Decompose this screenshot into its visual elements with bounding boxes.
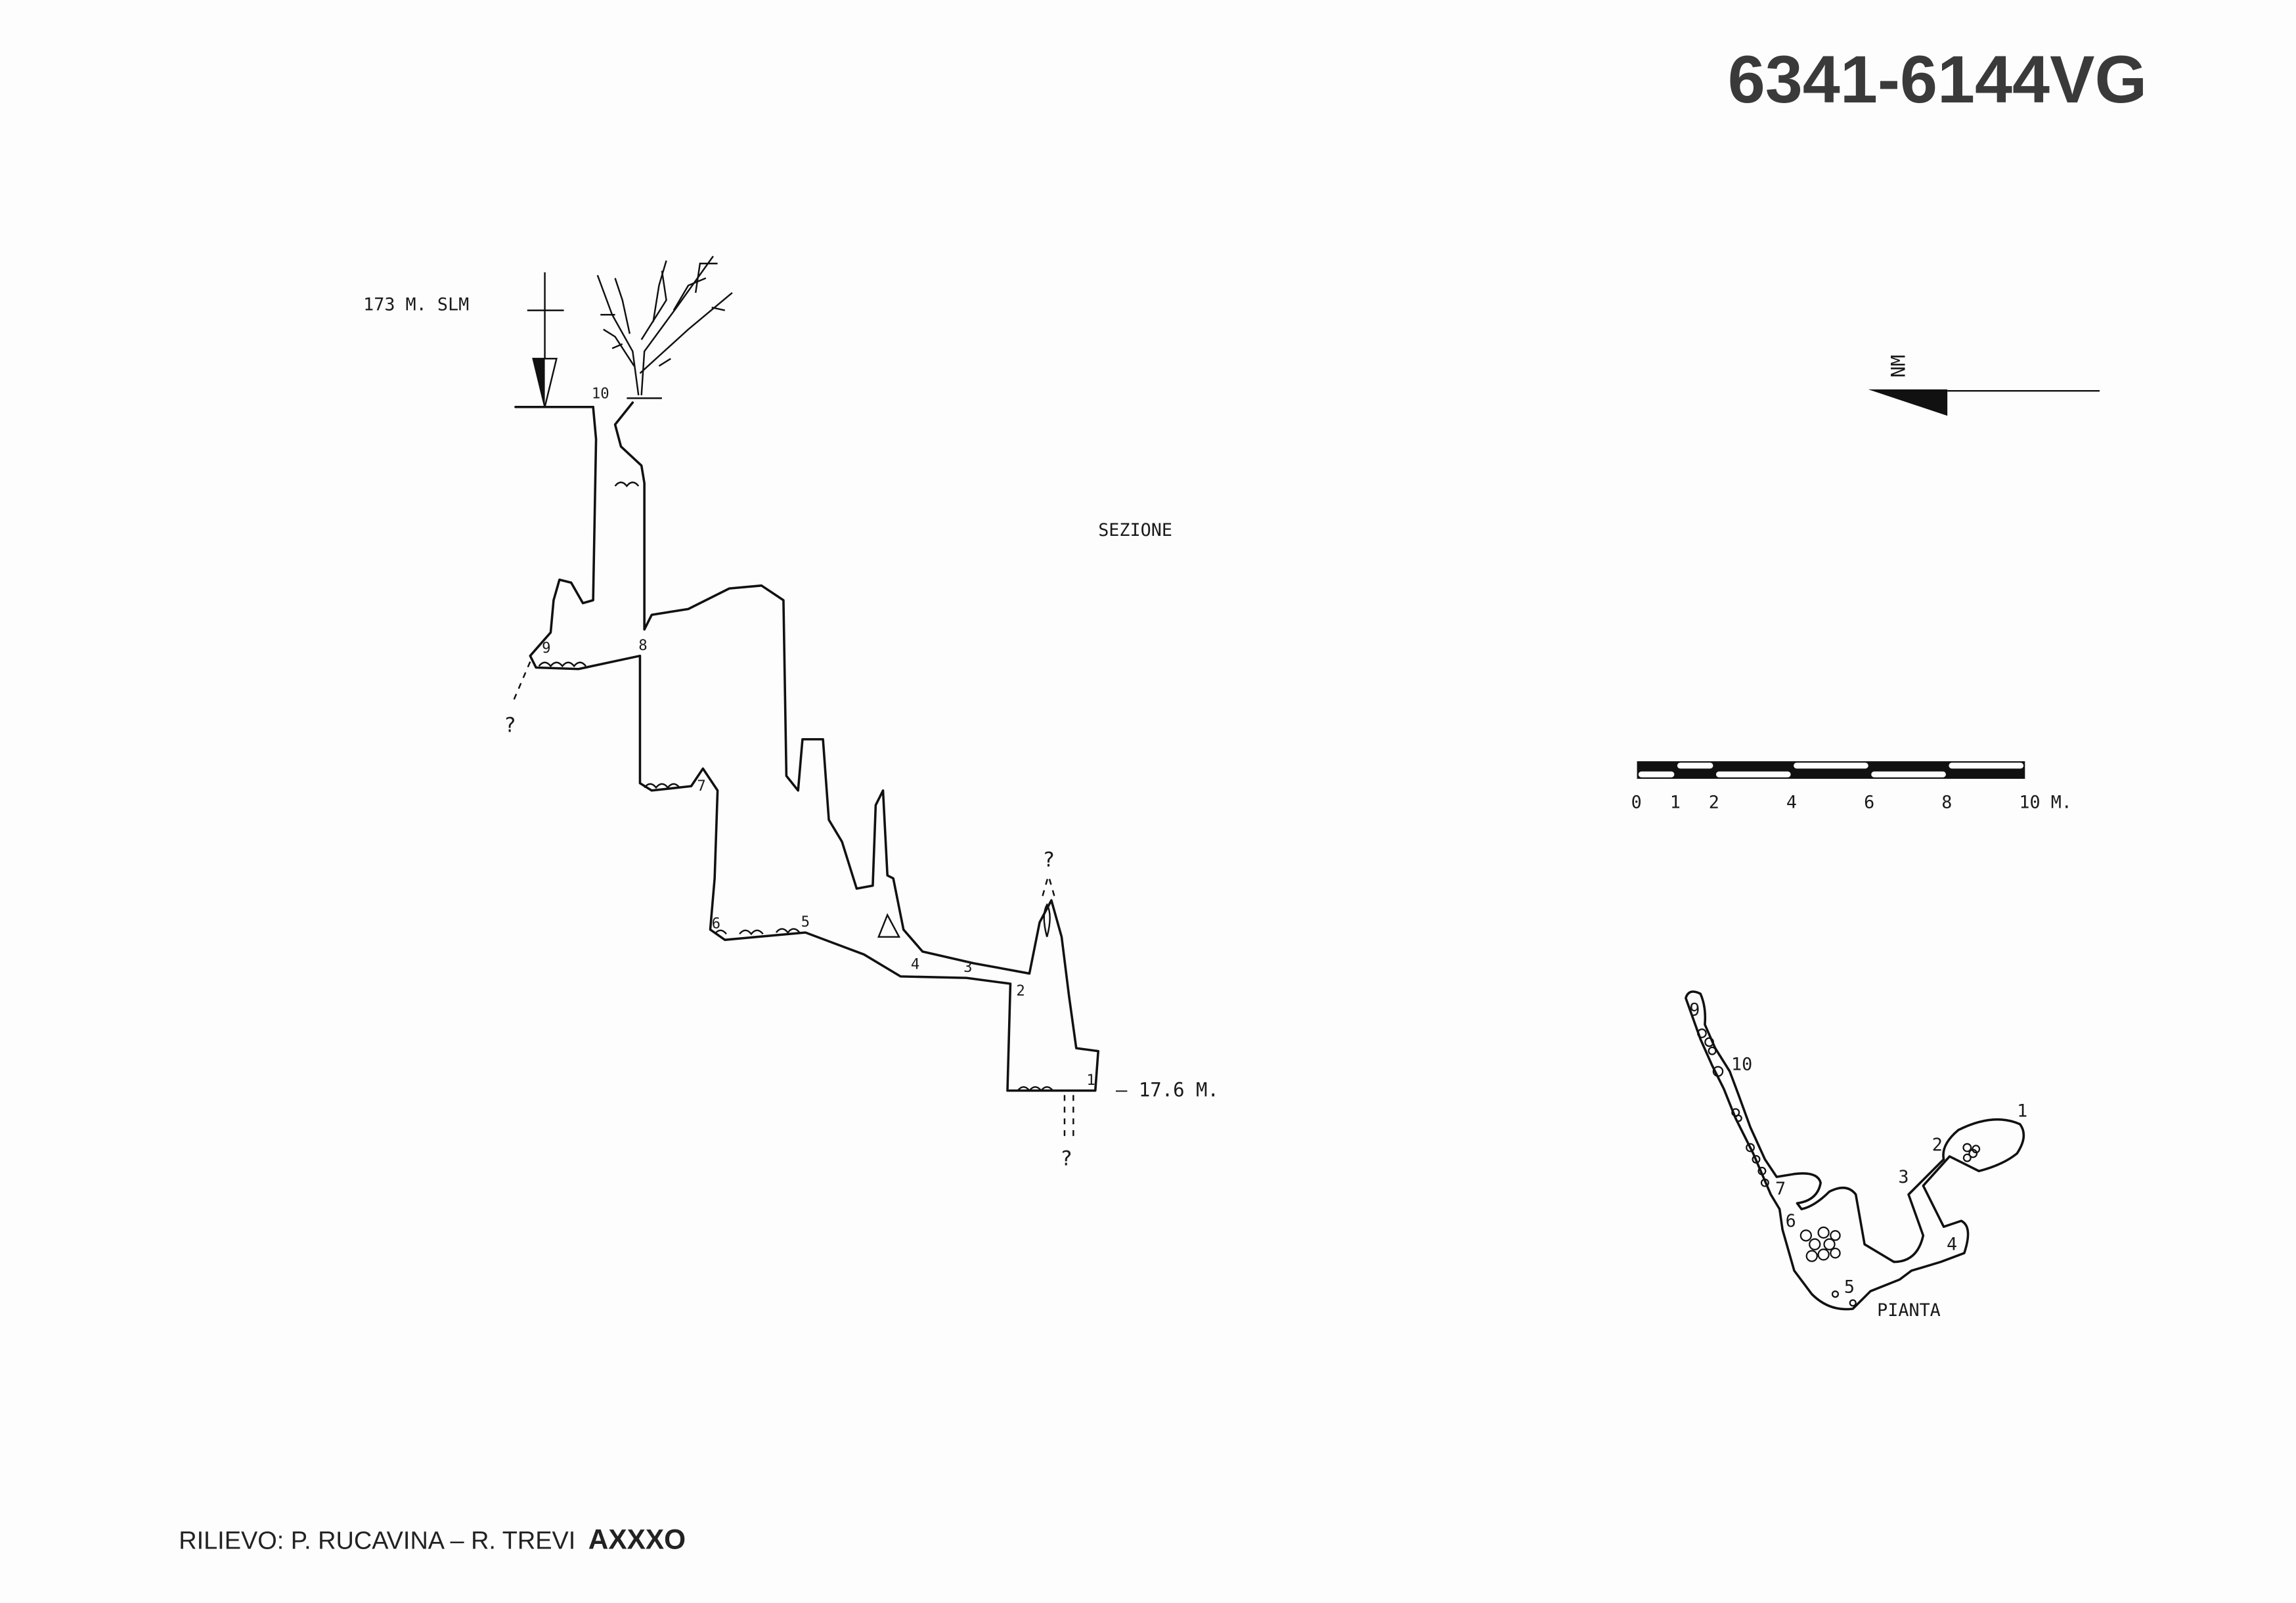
section-outline bbox=[529, 401, 1099, 1092]
station-label: 1 bbox=[1086, 1072, 1095, 1089]
scale-bar-segment bbox=[1677, 762, 1713, 769]
station-label: 4 bbox=[1947, 1235, 1957, 1255]
plan-stations: 1 2 3 4 5 6 7 9 10 bbox=[1689, 1000, 2027, 1298]
station-label: 9 bbox=[1689, 1000, 1700, 1021]
tree-icon bbox=[596, 255, 733, 399]
scale-bar-segment bbox=[1638, 771, 1675, 778]
scale-bar-tick-label: 1 bbox=[1670, 793, 1681, 813]
cave-code-title: 6341-6144VG bbox=[1728, 41, 2147, 117]
unknown-continuation-top bbox=[1042, 875, 1055, 896]
scale-bar-segment bbox=[1715, 771, 1791, 778]
station-label: 5 bbox=[1844, 1277, 1855, 1297]
station-label: 2 bbox=[1932, 1135, 1943, 1155]
station-label: 4 bbox=[911, 956, 919, 973]
north-arrow-icon: NM bbox=[1868, 355, 2100, 416]
unknown-mark: ? bbox=[504, 714, 516, 737]
unknown-mark: ? bbox=[1060, 1147, 1072, 1170]
unknown-mark: ? bbox=[1042, 848, 1055, 872]
station-label: 9 bbox=[542, 640, 550, 657]
station-label: 2 bbox=[1016, 982, 1025, 999]
station-label: 3 bbox=[1898, 1167, 1909, 1187]
station-label: 10 bbox=[592, 385, 609, 402]
altitude-marker-icon bbox=[527, 272, 564, 408]
group-name: AXXXO bbox=[588, 1524, 686, 1555]
scale-bar: 0 1 2 4 6 8 10 M. bbox=[1631, 761, 2072, 813]
station-label: 6 bbox=[712, 915, 720, 932]
scale-bar-tick-label: 10 M. bbox=[2019, 793, 2072, 813]
plan-drawing: 1 2 3 4 5 6 7 9 10 PIANTA bbox=[1685, 990, 2027, 1321]
surveyors: RILIEVO: P. RUCAVINA – R. TREVI bbox=[179, 1527, 575, 1555]
scale-bar-segment bbox=[1871, 771, 1946, 778]
scale-bar-tick-label: 8 bbox=[1941, 793, 1952, 813]
scale-bar-tick-label: 2 bbox=[1709, 793, 1719, 813]
unknown-continuation-left bbox=[512, 661, 531, 703]
scale-bar-segment bbox=[1794, 762, 1868, 769]
station-label: 7 bbox=[1775, 1179, 1786, 1199]
north-label: NM bbox=[1888, 355, 1910, 378]
scale-bar-tick-label: 6 bbox=[1864, 793, 1874, 813]
section-stations: 1 2 3 4 5 6 7 8 9 10 bbox=[542, 385, 1095, 1089]
scale-bar-tick-label: 0 bbox=[1631, 793, 1642, 813]
plan-outline bbox=[1685, 990, 2025, 1311]
plan-label: PIANTA bbox=[1877, 1300, 1941, 1321]
plan-rubble bbox=[1697, 1028, 1981, 1307]
section-rubble bbox=[538, 481, 1054, 1092]
station-label: 6 bbox=[1786, 1211, 1796, 1231]
entrance-altitude-label: 173 M. SLM bbox=[363, 295, 469, 315]
station-label: 3 bbox=[963, 959, 972, 976]
unknown-continuation-bottom bbox=[1063, 1095, 1074, 1142]
scale-bar-tick-label: 4 bbox=[1786, 793, 1797, 813]
station-label: 7 bbox=[697, 778, 705, 795]
section-label: SEZIONE bbox=[1098, 520, 1172, 540]
station-label: 8 bbox=[638, 637, 647, 654]
section-drawing: 173 M. SLM bbox=[363, 255, 1219, 1170]
survey-credit: RILIEVO: P. RUCAVINA – R. TREVI AXXXO bbox=[179, 1524, 686, 1555]
scale-bar-segment bbox=[1949, 762, 2024, 769]
station-label: 5 bbox=[801, 913, 810, 931]
depth-label: – 17.6 M. bbox=[1116, 1079, 1219, 1101]
station-label: 10 bbox=[1731, 1054, 1752, 1074]
station-label: 1 bbox=[2017, 1101, 2027, 1122]
